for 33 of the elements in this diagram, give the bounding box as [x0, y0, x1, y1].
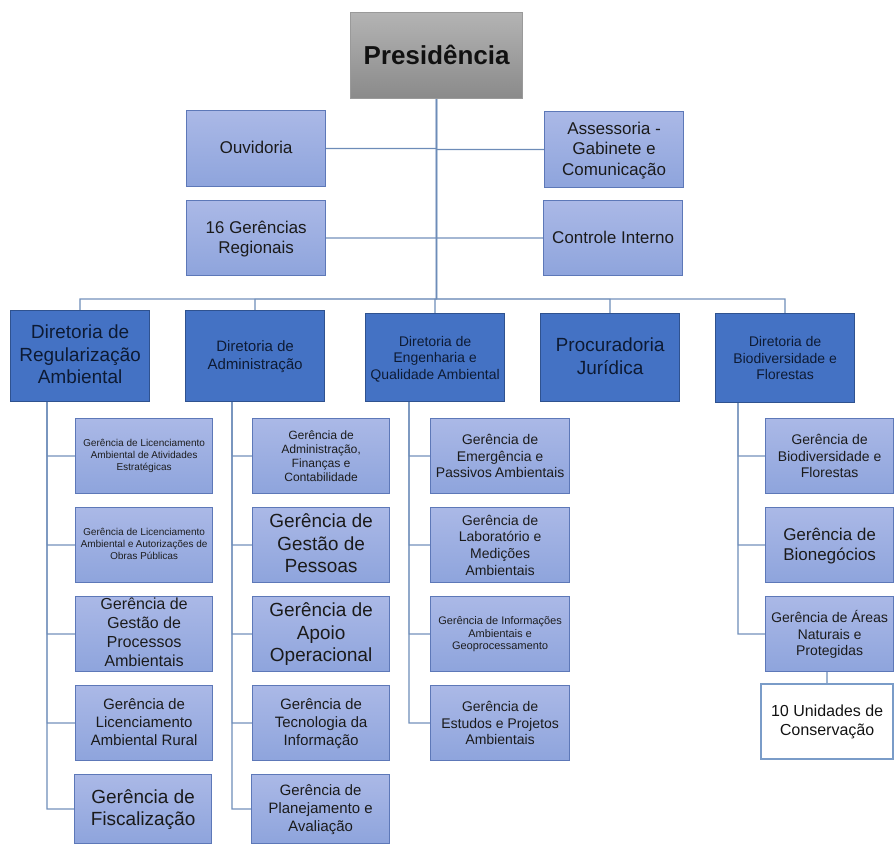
title-box: Presidência	[350, 12, 523, 99]
connector-line	[46, 402, 74, 810]
department-box: Gerência de Planejamento e Avaliação	[251, 774, 390, 844]
department-box: Gerência de Laboratório e Medições Ambientais	[430, 507, 570, 583]
connector-line	[408, 402, 430, 724]
unit-box: Ouvidoria	[186, 110, 326, 187]
directorate-box: Procuradoria Jurídica	[540, 313, 680, 402]
department-box: Gerência de Áreas Naturais e Protegidas	[765, 596, 894, 672]
connector-line	[737, 403, 765, 635]
department-box: Gerência de Apoio Operacional	[252, 596, 390, 672]
department-box: Gerência de Informações Ambientais e Geoprocessamento	[430, 596, 570, 672]
department-box: Gerência de Estudos e Projetos Ambientais	[430, 685, 570, 761]
department-box: Gerência de Emergência e Passivos Ambientais	[430, 418, 570, 494]
unit-box: 16 Gerências Regionais	[186, 200, 326, 276]
connector-line	[231, 402, 251, 810]
department-box: Gerência de Licenciamento Ambiental e Autorizações de Obras Públicas	[75, 507, 213, 583]
directorate-box: Diretoria de Biodiversidade e Florestas	[715, 313, 855, 403]
unit-box: 10 Unidades de Conservação	[760, 683, 894, 760]
unit-box: Assessoria - Gabinete e Comunicação	[544, 111, 684, 188]
directorate-box: Diretoria de Regularização Ambiental	[10, 310, 150, 402]
department-box: Gerência de Gestão de Pessoas	[252, 507, 390, 583]
directorate-box: Diretoria de Administração	[185, 310, 325, 402]
directorate-box: Diretoria de Engenharia e Qualidade Ambiental	[365, 313, 505, 402]
connector-line	[826, 672, 828, 683]
department-box: Gerência de Fiscalização	[74, 774, 212, 844]
department-box: Gerência de Biodiversidade e Florestas	[765, 418, 894, 494]
department-box: Gerência de Licenciamento Ambiental Rural	[75, 685, 213, 761]
department-box: Gerência de Licenciamento Ambiental de Atividades Estratégicas	[75, 418, 213, 494]
unit-box: Controle Interno	[543, 200, 683, 276]
department-box: Gerência de Bionegócios	[765, 507, 894, 583]
department-box: Gerência de Administração, Finanças e Contabilidade	[252, 418, 390, 494]
department-box: Gerência de Tecnologia da Informação	[252, 685, 390, 761]
department-box: Gerência de Gestão de Processos Ambientais	[75, 596, 213, 672]
